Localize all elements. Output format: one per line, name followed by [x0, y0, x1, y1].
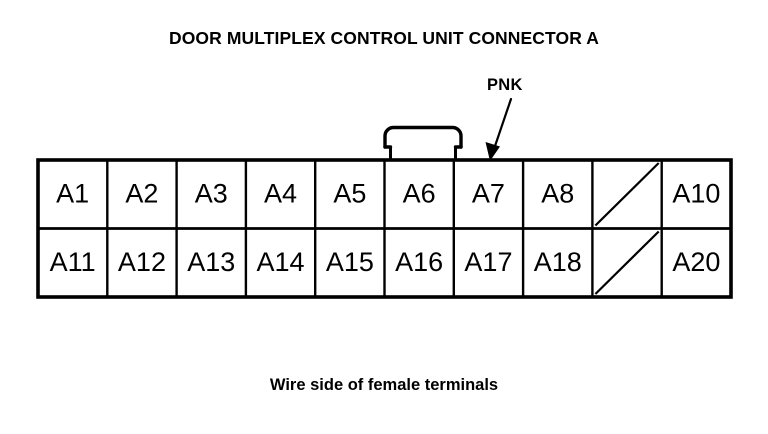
terminal-cell-a20: A20	[672, 247, 720, 277]
page-title: DOOR MULTIPLEX CONTROL UNIT CONNECTOR A	[168, 28, 600, 48]
terminal-cell-a11: A11	[50, 247, 96, 277]
terminal-cell-a14: A14	[257, 247, 305, 277]
pnk-leader-arrow	[485, 97, 513, 161]
terminal-cell-a4: A4	[264, 178, 297, 208]
terminal-cell-a3: A3	[195, 178, 228, 208]
blank-terminal-slash-top	[594, 162, 660, 227]
terminal-cell-a8: A8	[541, 178, 574, 208]
connector-grid-dividers	[38, 160, 731, 297]
wire-color-label-pnk: PNK	[487, 76, 523, 94]
terminal-cell-a13: A13	[187, 247, 235, 277]
terminal-cell-a17: A17	[464, 247, 512, 277]
terminal-cell-a6: A6	[403, 178, 436, 208]
terminal-cell-a2: A2	[125, 178, 158, 208]
terminal-cell-a7: A7	[472, 178, 505, 208]
locking-tab	[383, 125, 463, 161]
diagram-caption: Wire side of female terminals	[269, 376, 499, 394]
terminal-cell-a5: A5	[333, 178, 366, 208]
terminal-cell-a12: A12	[118, 247, 166, 277]
connector-body-outline	[36, 158, 733, 299]
terminal-cell-a15: A15	[326, 247, 374, 277]
terminal-cell-a18: A18	[534, 247, 582, 277]
terminal-cell-a16: A16	[395, 247, 443, 277]
terminal-cell-a1: A1	[56, 178, 89, 208]
terminal-cell-a10: A10	[672, 178, 720, 208]
blank-terminal-slash-bottom	[594, 230, 660, 295]
blank-cell-slashes	[594, 162, 660, 295]
